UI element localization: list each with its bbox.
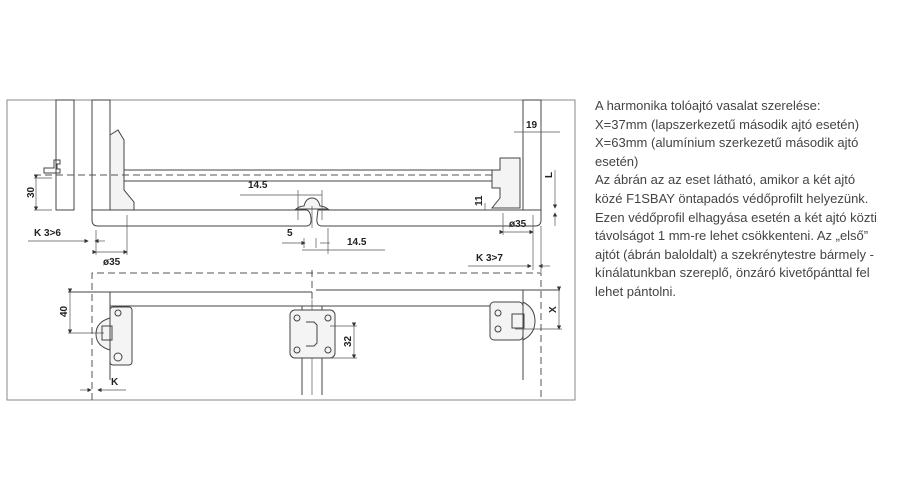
hinge-plate-right [489,301,536,341]
hinge-plate-left [95,306,133,366]
dim-d35-left: ø35 [103,257,121,268]
description-x37: X=37mm (lapszerkezetű második ajtó eseté… [595,116,860,132]
front-view: 40 32 X K [59,270,562,400]
dim-L: L [544,172,555,178]
dim-11: 11 [474,195,485,206]
dim-5: 5 [287,228,293,239]
top-view: 30 14.5 5 14.5 K 3>6 ø35 19 L 11 ø35 [26,99,560,272]
cabinet-side-left [55,99,75,211]
dim-k-left: K 3>6 [34,228,61,239]
hinge-right [490,157,521,209]
dim-19: 19 [526,120,538,131]
diagram-frame [6,99,576,401]
description-x63: X=63mm (alumínium szerkezetű második ajt… [595,135,859,169]
description-body: Az ábrán az az eset látható, amikor a ké… [595,172,877,299]
door-left-edge [91,99,111,211]
center-hinge [289,309,336,359]
door-panels [91,209,542,227]
dim-X: X [548,306,559,313]
dim-14-5-bottom: 14.5 [347,237,367,248]
dim-14-5-top: 14.5 [248,180,268,191]
dim-40: 40 [59,305,70,317]
description-title: A harmonika tolóajtó vasalat szerelése: [595,98,821,113]
dim-K: K [111,377,119,388]
cabinet-side-right [522,99,542,211]
dim-30: 30 [26,186,37,198]
center-protector [294,197,330,210]
rail-profile-icon [43,159,61,174]
installation-description: A harmonika tolóajtó vasalat szerelése: … [595,97,885,302]
dim-d35-right: ø35 [509,219,527,230]
dim-k-right: K 3>7 [476,253,503,264]
dim-32: 32 [343,335,354,347]
